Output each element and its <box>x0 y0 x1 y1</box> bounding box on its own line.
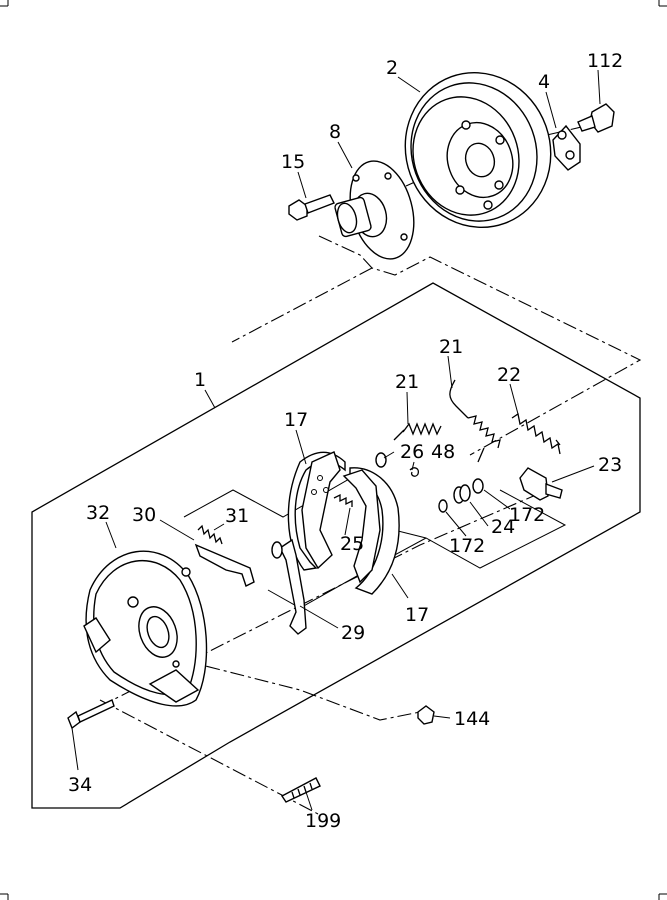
callout-22: 22 <box>497 364 521 386</box>
nut <box>577 103 615 133</box>
adjuster-spring <box>511 412 561 455</box>
callout-17-upper: 17 <box>284 409 308 431</box>
callout-32: 32 <box>86 502 110 524</box>
hold-spring <box>333 493 353 507</box>
callout-144: 144 <box>454 708 490 730</box>
callout-199: 199 <box>305 810 341 832</box>
callout-labels: 1 2 4 8 15 17 17 21 21 22 23 24 25 26 29… <box>68 50 623 832</box>
callout-23: 23 <box>598 454 622 476</box>
brake-shoe-left <box>287 451 346 571</box>
callout-26: 26 <box>400 441 424 463</box>
callout-31: 31 <box>225 505 249 527</box>
hub-flange <box>334 160 415 260</box>
shoe-pin <box>67 699 115 730</box>
assembly-outline <box>31 282 641 809</box>
adjuster-screw <box>519 467 563 501</box>
callout-112: 112 <box>587 50 623 72</box>
wheel-stud <box>280 777 321 803</box>
backing-plate <box>83 550 208 707</box>
brake-drum <box>404 71 552 229</box>
strut <box>194 524 255 587</box>
callout-17-lower: 17 <box>405 604 429 626</box>
callout-172-left: 172 <box>449 535 485 557</box>
brake-shoe-right <box>342 467 400 595</box>
callout-25: 25 <box>340 533 364 555</box>
leader-lines <box>71 69 601 811</box>
callout-34: 34 <box>68 774 92 796</box>
callout-15: 15 <box>281 151 305 173</box>
parking-lever <box>271 538 307 635</box>
callout-30: 30 <box>132 504 156 526</box>
callout-21-short: 21 <box>395 371 419 393</box>
callout-8: 8 <box>329 121 341 143</box>
callout-4: 4 <box>538 71 550 93</box>
long-spring <box>449 379 501 463</box>
callout-24: 24 <box>491 516 515 538</box>
callout-172-right: 172 <box>509 504 545 526</box>
hub-bolt <box>288 194 335 221</box>
callout-2: 2 <box>386 57 398 79</box>
callout-21-long: 21 <box>439 336 463 358</box>
callout-29: 29 <box>341 622 365 644</box>
callout-1: 1 <box>194 369 206 391</box>
short-spring <box>393 422 442 441</box>
small-parts-cluster <box>375 452 484 513</box>
bracket <box>552 124 581 171</box>
callout-48: 48 <box>431 441 455 463</box>
small-nut <box>417 705 435 725</box>
